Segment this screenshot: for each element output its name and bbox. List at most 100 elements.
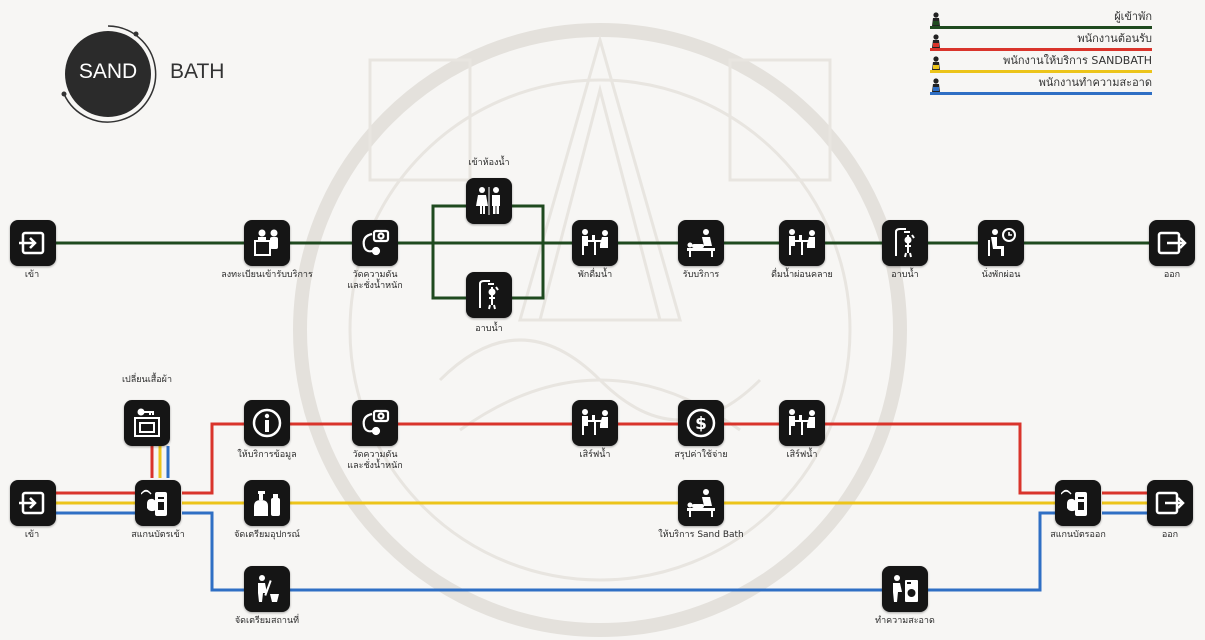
restroom-icon: [476, 187, 500, 215]
cleaning-node: [882, 566, 928, 612]
sit-rest-node: [978, 220, 1024, 266]
change-clothes-node: [124, 400, 170, 446]
legend-label: พนักงานทำความสะอาด: [1038, 76, 1152, 89]
guest-exit-label: ออก: [1163, 270, 1181, 280]
staff-exit-label: ออก: [1161, 530, 1179, 540]
blood-pressure-icon: [362, 409, 390, 436]
legend-line: [930, 48, 1152, 51]
sitting-clock-icon: [988, 228, 1016, 256]
table-drink-icon: [789, 409, 815, 435]
legend-line: [930, 70, 1152, 73]
table-drink-icon: [582, 409, 608, 435]
shower-node: [466, 272, 512, 318]
restroom-node: [466, 178, 512, 224]
drink-rest-node: [572, 220, 618, 266]
drink-rest-label: พักดื่มน้ำ: [577, 270, 613, 280]
legend-item-reception: พนักงานต้อนรับ: [930, 32, 1152, 54]
info-label: ให้บริการข้อมูล: [237, 450, 297, 460]
logo-bath-text: BATH: [170, 60, 225, 83]
massage-icon: [687, 229, 715, 257]
cleaning-label: ทำความสะอาด: [875, 616, 935, 626]
exit-icon: [1157, 231, 1187, 255]
relax-drink-label: ดื่มน้ำผ่อนคลาย: [771, 270, 833, 280]
logo-circle: [65, 31, 151, 117]
cleaner-path: [56, 446, 1147, 592]
logo-ring: [61, 25, 157, 123]
staff-measure-node: [352, 400, 398, 446]
prepare-equipment-node: [244, 480, 290, 526]
logo-sand-text: SAND: [78, 60, 138, 83]
register-label: ลงทะเบียนเข้ารับบริการ: [221, 270, 313, 280]
person-marker-icon: [932, 34, 940, 48]
billing-label: สรุปค่าใช้จ่าย: [674, 450, 728, 460]
scan-out-label: สแกนบัตรออก: [1050, 530, 1106, 540]
shower2-node: [882, 220, 928, 266]
shower2-label: อาบน้ำ: [891, 270, 919, 280]
person-marker-icon: [932, 78, 940, 92]
legend-item-guest: ผู้เข้าพัก: [930, 10, 1152, 32]
info-icon: [252, 408, 282, 438]
svg-text:$: $: [695, 414, 707, 434]
card-scanner-icon: [141, 489, 167, 516]
sandbath-service-label: ให้บริการ Sand Bath: [658, 530, 744, 540]
legend-item-cleaner: พนักงานทำความสะอาด: [930, 76, 1152, 98]
table-drink-icon: [789, 229, 815, 255]
billing-node: $: [678, 400, 724, 446]
locker-icon: [134, 408, 160, 437]
reception-desk-icon: [254, 229, 278, 256]
shower-icon: [479, 280, 499, 310]
person-marker-icon: [932, 56, 940, 70]
receive-service-label: รับบริการ: [682, 270, 720, 280]
legend-line: [930, 92, 1152, 95]
serve-water2-node: [779, 400, 825, 446]
legend-label: ผู้เข้าพัก: [1114, 10, 1152, 23]
prepare-equipment-label: จัดเตรียมอุปกรณ์: [234, 530, 300, 540]
scan-in-label: สแกนบัตรเข้า: [131, 530, 185, 540]
card-scanner-icon: [1061, 489, 1087, 516]
guest-enter-label: เข้า: [24, 270, 40, 280]
blood-pressure-icon: [362, 229, 390, 256]
legend-label: พนักงานให้บริการ SANDBATH: [1003, 54, 1152, 67]
washing-machine-icon: [893, 575, 918, 602]
restroom-label: เข้าห้องน้ำ: [468, 158, 510, 168]
enter-icon: [19, 231, 45, 255]
legend: ผู้เข้าพัก พนักงานต้อนรับ พนักงานให้บริก…: [930, 10, 1152, 98]
staff-enter-label: เข้า: [24, 530, 40, 540]
dollar-icon: $: [686, 408, 716, 438]
scan-in-node: [135, 480, 181, 526]
guest-enter-node: [10, 220, 56, 266]
serve-water2-label: เสิร์ฟน้ำ: [786, 450, 818, 460]
prepare-place-label: จัดเตรียมสถานที่: [234, 616, 300, 626]
guest-measure-label: วัดความดัน และชั่งน้ำหนัก: [347, 270, 403, 291]
scan-out-node: [1055, 480, 1101, 526]
legend-line: [930, 26, 1152, 29]
sandbath-staff-path: [56, 446, 1147, 505]
shower-label: อาบน้ำ: [475, 324, 503, 334]
relax-drink-node: [779, 220, 825, 266]
register-node: [244, 220, 290, 266]
prepare-place-node: [244, 566, 290, 612]
shower-icon: [895, 228, 915, 258]
legend-item-sandbath-staff: พนักงานให้บริการ SANDBATH: [930, 54, 1152, 76]
serve-water1-label: เสิร์ฟน้ำ: [579, 450, 611, 460]
guest-measure-node: [352, 220, 398, 266]
legend-label: พนักงานต้อนรับ: [1077, 32, 1152, 45]
guest-exit-node: [1149, 220, 1195, 266]
sweeping-icon: [258, 575, 279, 602]
person-marker-icon: [932, 12, 940, 26]
change-clothes-label: เปลี่ยนเสื้อผ้า: [121, 375, 173, 385]
supplies-icon: [254, 491, 280, 516]
sandbath-service-node: [678, 480, 724, 526]
table-drink-icon: [582, 229, 608, 255]
serve-water1-node: [572, 400, 618, 446]
staff-enter-node: [10, 480, 56, 526]
massage-icon: [687, 489, 715, 517]
sit-rest-label: นั่งพักผ่อน: [981, 270, 1021, 280]
staff-measure-label: วัดความดัน และชั่งน้ำหนัก: [347, 450, 403, 471]
exit-icon: [1155, 491, 1185, 515]
info-node: [244, 400, 290, 446]
enter-icon: [19, 491, 45, 515]
sandbath-logo: SAND BATH: [58, 24, 268, 124]
staff-exit-node: [1147, 480, 1193, 526]
receive-service-node: [678, 220, 724, 266]
